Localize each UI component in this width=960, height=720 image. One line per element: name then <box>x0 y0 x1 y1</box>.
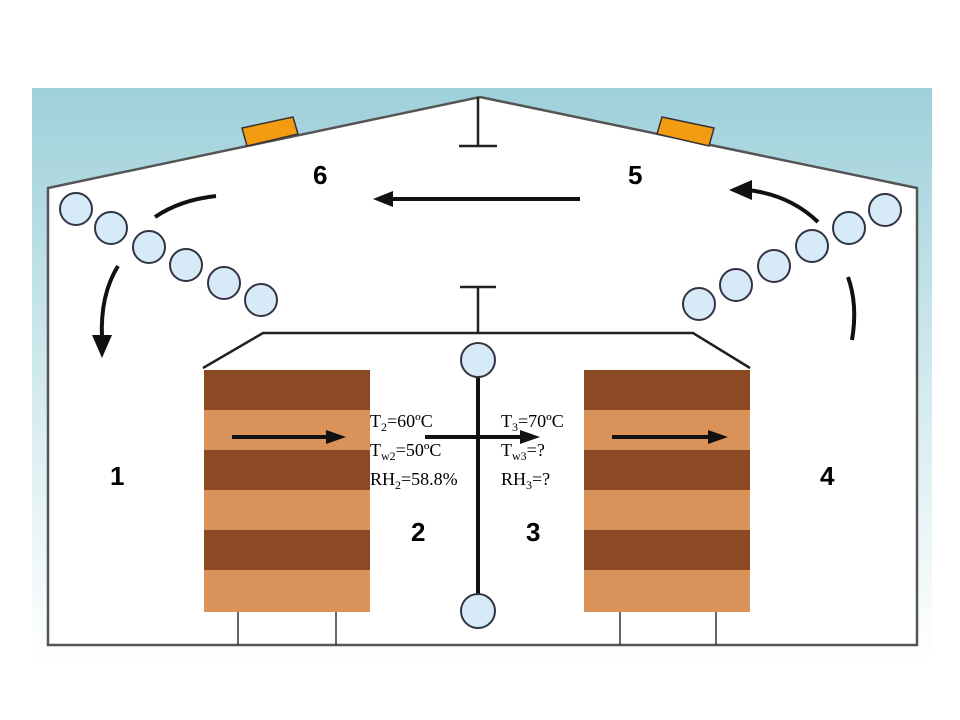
zone-label-6: 6 <box>313 160 327 190</box>
roof-vent-right <box>656 116 715 147</box>
curve-arrow-right-bottom <box>846 276 857 341</box>
arrowhead-right-up <box>729 180 752 200</box>
center-fan-top <box>460 342 496 378</box>
lumber-stack-left <box>204 370 370 612</box>
arrowhead-right-stack <box>708 430 728 444</box>
airflow-arrows <box>99 188 857 439</box>
curve-arrow-right-up <box>747 188 820 224</box>
zone-2-temperature: T2=60ºC <box>370 411 433 434</box>
zone-3-wet-bulb: Tw3=? <box>501 440 545 463</box>
zone-label-2: 2 <box>411 517 425 547</box>
false-ceiling <box>202 331 751 370</box>
arrowhead-left-stack <box>326 430 346 444</box>
heating-coils-right <box>682 193 902 321</box>
arrowheads <box>92 180 752 444</box>
zone-label-4: 4 <box>820 461 835 491</box>
roof-vent-left <box>241 116 299 147</box>
zone-2-relative-humidity: RH2=58.8% <box>370 469 458 492</box>
arrowhead-center <box>520 430 540 444</box>
zone-label-5: 5 <box>628 160 642 190</box>
lumber-stack-right <box>584 370 750 612</box>
curve-arrow-left-top <box>153 194 217 219</box>
zone-3-conditions: T3=70ºC Tw3=? RH3=? <box>501 411 564 492</box>
zone-2-conditions: T2=60ºC Tw2=50ºC RH2=58.8% <box>370 411 458 492</box>
zone-3-relative-humidity: RH3=? <box>501 469 550 492</box>
arrowhead-top-left <box>373 191 393 207</box>
heating-coils-left <box>59 192 278 317</box>
zone-label-1: 1 <box>110 461 124 491</box>
zone-label-3: 3 <box>526 517 540 547</box>
zone-2-wet-bulb: Tw2=50ºC <box>370 440 441 463</box>
arrowhead-left-down <box>92 335 112 358</box>
zone-3-temperature: T3=70ºC <box>501 411 564 434</box>
stack-supports <box>237 612 717 645</box>
center-fan-bottom <box>460 593 496 629</box>
curve-arrow-left-down <box>99 264 120 339</box>
